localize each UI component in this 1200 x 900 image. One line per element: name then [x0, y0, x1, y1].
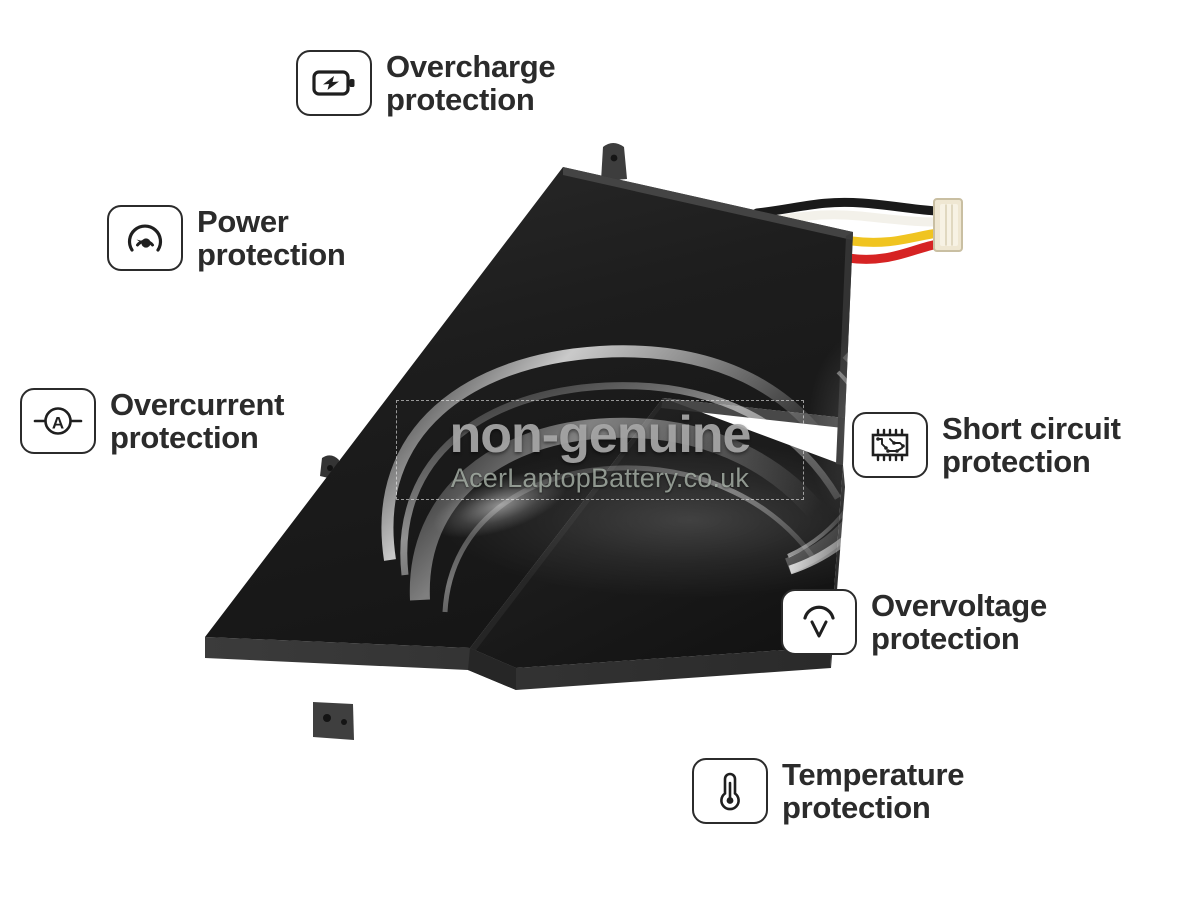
- callout-label-overcurrent: Overcurrent protection: [110, 388, 284, 455]
- gauge-icon: [127, 225, 163, 253]
- battery-bolt-icon: [312, 70, 355, 97]
- callout-line1: Temperature: [782, 757, 965, 792]
- battery-connector-cable: [748, 197, 963, 264]
- callout-label-short-circuit: Short circuit protection: [942, 412, 1121, 479]
- watermark-main-text: non-genuine: [449, 405, 752, 464]
- battery-gloss-highlights: [381, 345, 853, 613]
- callout-label-power: Power protection: [197, 205, 346, 272]
- callout-line1: Overvoltage: [871, 588, 1047, 623]
- chip-circuit-icon: [871, 429, 909, 462]
- callout-line2: protection: [110, 420, 259, 456]
- battery-mounting-tabs: [313, 143, 715, 740]
- svg-text:A: A: [52, 414, 64, 433]
- thermometer-icon: [720, 773, 740, 811]
- callout-label-temperature: Temperature protection: [782, 758, 964, 825]
- voltmeter-arc-icon-box: [781, 589, 857, 656]
- callout-line2: protection: [942, 444, 1091, 480]
- callout-line2: protection: [197, 237, 346, 273]
- callout-line1: Power: [197, 204, 289, 239]
- callout-overcharge-protection: Overcharge protection: [296, 49, 556, 118]
- callout-line2: protection: [871, 621, 1020, 657]
- callout-line1: Overcurrent: [110, 387, 285, 422]
- ammeter-icon-box: A: [20, 388, 96, 455]
- callout-short-circuit-protection: Short circuit protection: [852, 412, 1121, 479]
- thermometer-icon-box: [692, 758, 768, 825]
- watermark-url-text: AcerLaptopBattery.co.uk: [450, 462, 750, 493]
- callout-label-overcharge: Overcharge protection: [386, 49, 556, 118]
- chip-circuit-icon-box: [852, 412, 928, 479]
- callout-temperature-protection: Temperature protection: [692, 758, 964, 825]
- battery-bolt-icon-box: [296, 50, 372, 117]
- watermark: non-genuine AcerLaptopBattery.co.uk: [396, 400, 804, 500]
- callout-line1: Short circuit: [942, 411, 1121, 446]
- ammeter-icon: A: [33, 407, 83, 436]
- callout-label-overvoltage: Overvoltage protection: [871, 589, 1047, 656]
- callout-line2: protection: [386, 82, 535, 118]
- voltmeter-arc-icon: [803, 606, 835, 638]
- callout-line1: Overcharge: [386, 49, 556, 84]
- connector-housing: [933, 198, 963, 252]
- gauge-icon-box: [107, 205, 183, 272]
- callout-line2: protection: [782, 790, 931, 826]
- callout-power-protection: Power protection: [107, 205, 346, 272]
- callout-overcurrent-protection: A Overcurrent protection: [20, 388, 284, 455]
- callout-overvoltage-protection: Overvoltage protection: [781, 589, 1047, 656]
